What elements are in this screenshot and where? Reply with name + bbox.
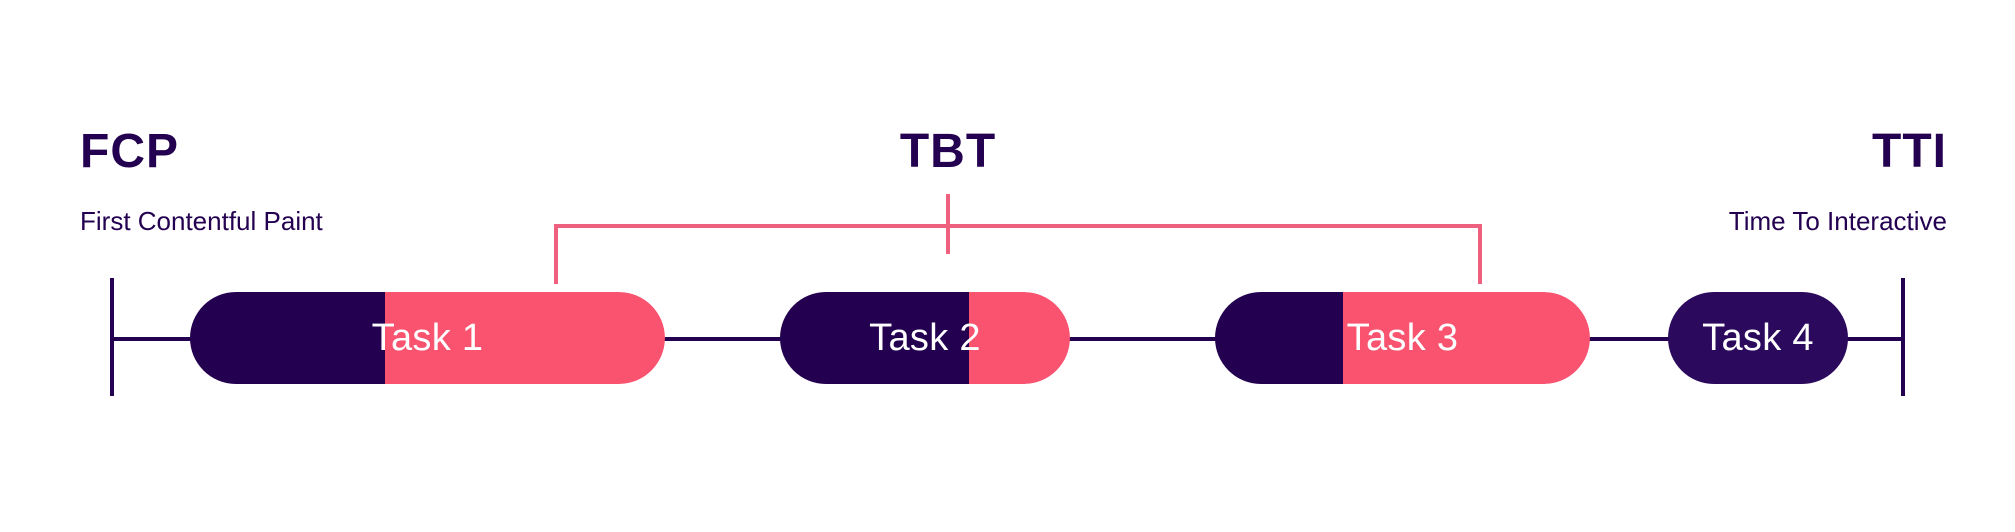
task-3-nonblocking-segment [1215,292,1343,384]
task-pill-2: Task 2 [780,292,1070,384]
fcp-axis-tick [110,278,114,396]
task-1-label: Task 1 [371,316,484,359]
task-2-blocking-segment [968,292,1070,384]
task-4-label: Task 4 [1702,316,1814,359]
tbt-span-bracket [554,224,1482,284]
task-1-nonblocking-segment [190,292,385,384]
fcp-full-name-label: First Contentful Paint [80,206,323,236]
task-1-blocking-segment [384,292,665,384]
task-pill-4: Task 4 [1668,292,1848,384]
task-pill-1: Task 1 [190,292,665,384]
bracket-horizontal-line [554,224,1482,228]
bracket-right-leg [1478,224,1482,284]
tti-full-name-label: Time To Interactive [1728,206,1947,236]
tti-abbreviation-label: TTI [1872,125,1947,178]
tbt-abbreviation-label: TBT [899,125,997,178]
task-3-label: Task 3 [1346,316,1459,359]
fcp-abbreviation-label: FCP [80,125,179,178]
tti-axis-tick [1901,278,1905,396]
task-3-blocking-segment [1342,292,1590,384]
task-2-nonblocking-segment [780,292,969,384]
task-pill-3: Task 3 [1215,292,1590,384]
task-2-label: Task 2 [869,316,981,359]
bracket-left-leg [554,224,558,284]
